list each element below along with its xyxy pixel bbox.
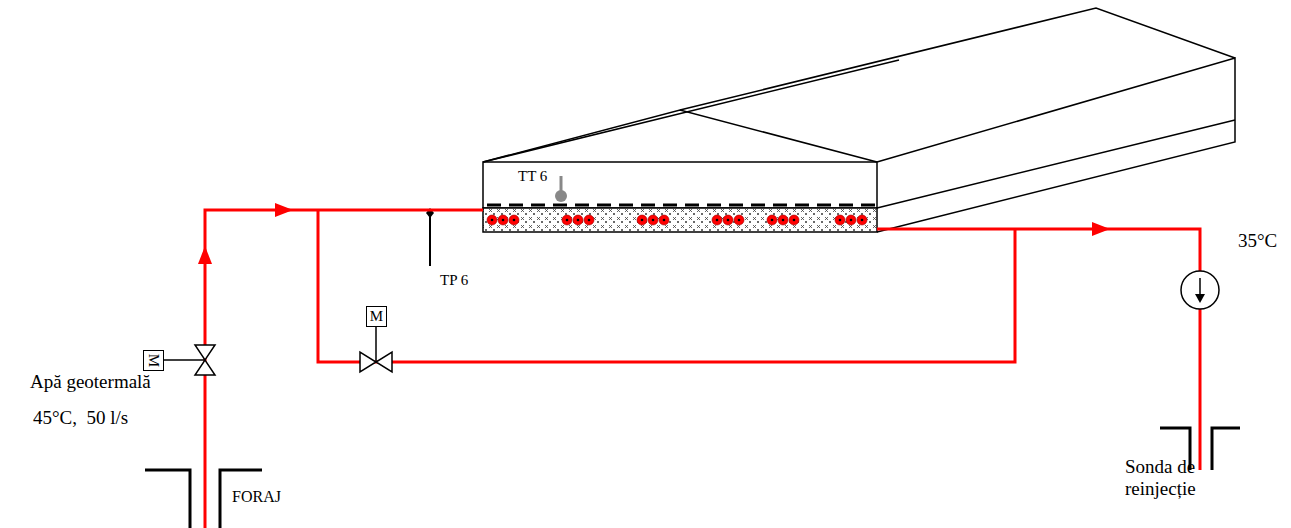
heating-tube-core xyxy=(716,219,719,222)
well-wall xyxy=(1212,428,1240,470)
heating-tube xyxy=(637,215,647,225)
sensor-tag: TP 6 xyxy=(440,272,468,289)
heating-grid xyxy=(487,204,875,207)
sensor-tag: TT 6 xyxy=(518,168,547,185)
heating-tube-core xyxy=(793,219,796,222)
valve-half xyxy=(195,360,215,375)
heating-tube xyxy=(778,215,788,225)
temperature-sensor xyxy=(555,190,567,202)
flow-arrow xyxy=(275,203,293,217)
well-casing xyxy=(145,428,1240,528)
heating-tube xyxy=(767,215,777,225)
geothermal-pipes xyxy=(205,210,1200,528)
temperature-label: 35°C xyxy=(1238,230,1277,252)
source-label: Apă geotermală xyxy=(30,371,151,393)
motor-actuator: M xyxy=(366,306,387,327)
actuator-stem xyxy=(163,359,205,361)
heating-tube-core xyxy=(513,219,516,222)
heating-tube-core xyxy=(566,219,569,222)
flow-arrows xyxy=(198,203,1110,264)
heating-tube-core xyxy=(771,219,774,222)
heating-tube xyxy=(857,215,867,225)
heating-tube-core xyxy=(782,219,785,222)
floor-heating-tubes xyxy=(487,215,867,225)
valve-symbol xyxy=(360,352,392,372)
heating-tube xyxy=(573,215,583,225)
heating-tube xyxy=(723,215,733,225)
heating-tube xyxy=(509,215,519,225)
heating-tube-core xyxy=(663,219,666,222)
pump-symbol xyxy=(1181,271,1219,309)
heating-tube-core xyxy=(588,219,591,222)
heating-tube-core xyxy=(738,219,741,222)
temperature-sensor-stem xyxy=(560,176,563,191)
heating-tube-core xyxy=(502,219,505,222)
heating-tube xyxy=(584,215,594,225)
heating-tube xyxy=(789,215,799,225)
front-wall xyxy=(483,162,877,208)
motor-actuator: M xyxy=(143,350,164,371)
heating-tube-core xyxy=(839,219,842,222)
heating-tube xyxy=(734,215,744,225)
heating-tube xyxy=(846,215,856,225)
valve-half xyxy=(376,352,392,372)
heating-tube-core xyxy=(491,219,494,222)
front-gable xyxy=(483,110,877,162)
heating-tube xyxy=(648,215,658,225)
heating-tube-core xyxy=(861,219,864,222)
heating-tube-core xyxy=(652,219,655,222)
flow-label: 45°C, 50 l/s xyxy=(33,407,128,429)
pump-arrow-head xyxy=(1195,294,1205,303)
heating-tube xyxy=(712,215,722,225)
side-slab-line xyxy=(877,120,1235,208)
actuator-stem xyxy=(375,326,377,362)
reinjection-pipe xyxy=(1199,309,1202,470)
heating-tube-core xyxy=(641,219,644,222)
valve-half xyxy=(195,345,215,360)
roof-eave xyxy=(483,60,899,162)
heating-tube-core xyxy=(727,219,730,222)
heating-tube-core xyxy=(850,219,853,222)
well-label: FORAJ xyxy=(232,488,281,506)
side-wall xyxy=(877,58,1235,232)
valve-half xyxy=(360,352,376,372)
bypass-pipe xyxy=(318,210,1015,362)
greenhouse xyxy=(483,8,1235,232)
heating-tube xyxy=(835,215,845,225)
pump-arrow xyxy=(1199,278,1201,296)
heating-tube xyxy=(487,215,497,225)
return-pipe xyxy=(877,229,1200,271)
heating-tube xyxy=(562,215,572,225)
actuator-letter: M xyxy=(146,354,161,367)
well-wall xyxy=(145,470,190,528)
heating-tube xyxy=(659,215,669,225)
flow-arrow xyxy=(198,246,212,264)
heating-tube xyxy=(498,215,508,225)
flow-arrow xyxy=(1092,222,1110,236)
valve-symbol xyxy=(195,345,215,375)
heating-tube-core xyxy=(577,219,580,222)
well-label: Sonda de reinjecție xyxy=(1125,456,1237,500)
actuator-letter: M xyxy=(370,309,383,324)
pressure-sensor-stem xyxy=(429,214,431,266)
concrete-slab xyxy=(483,208,877,232)
roof-ridge xyxy=(680,8,1235,110)
supply-pipe xyxy=(205,210,483,528)
